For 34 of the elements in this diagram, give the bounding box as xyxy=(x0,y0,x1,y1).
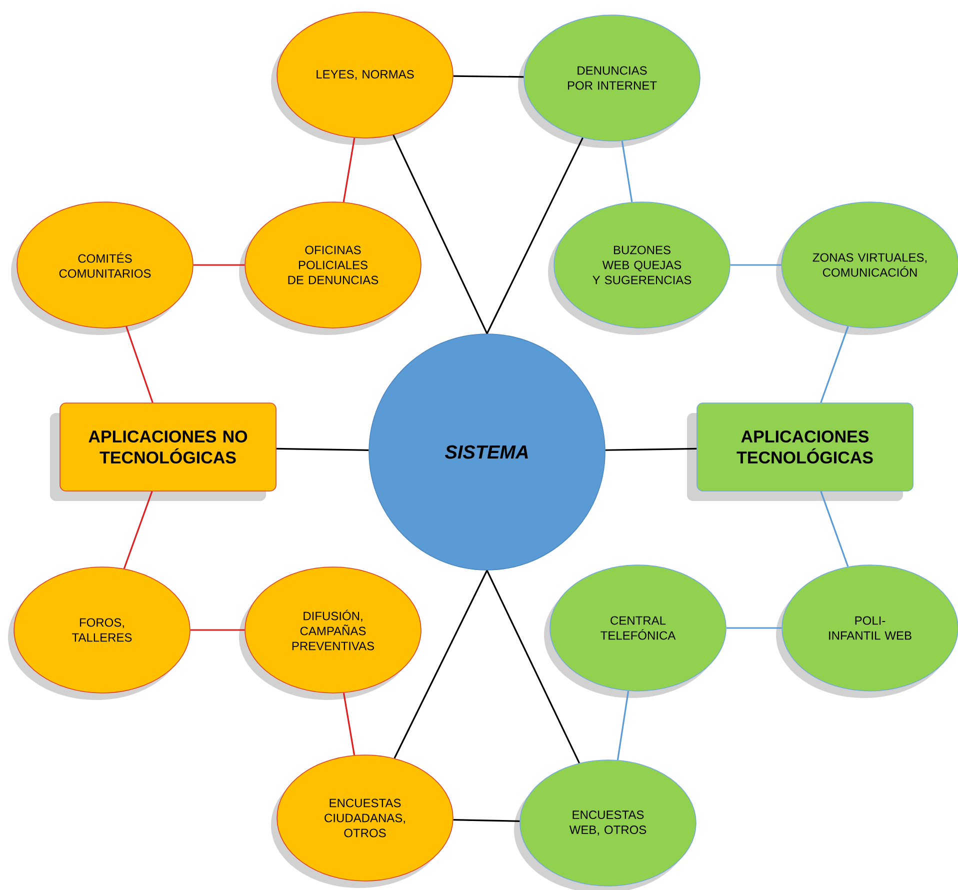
connector-line xyxy=(820,491,849,567)
connector-line xyxy=(126,326,154,403)
connector-line xyxy=(730,264,782,266)
connector-line xyxy=(726,627,782,629)
ellipse-node: COMITÉS COMUNITARIOS xyxy=(11,202,194,335)
connector-line xyxy=(621,140,633,202)
connector-line xyxy=(820,326,849,403)
category-box: APLICACIONES NO TECNOLÓGICAS xyxy=(50,402,276,501)
connector-line xyxy=(486,137,584,334)
category-box: APLICACIONES TECNOLÓGICAS xyxy=(687,402,914,501)
ellipse-node: FOROS, TALLERES xyxy=(8,566,190,700)
connector-line xyxy=(392,134,488,334)
ellipse-node: DIFUSIÓN, CAMPAÑAS PREVENTIVAS xyxy=(239,566,422,700)
ellipse-node: LEYES, NORMAS xyxy=(271,12,454,145)
ellipse-node: DENUNCIAS POR INTERNET xyxy=(518,14,700,148)
connector-line xyxy=(193,264,245,266)
connector-line xyxy=(486,570,580,764)
connector-line xyxy=(605,448,697,451)
connector-line xyxy=(123,491,153,569)
connector-line xyxy=(342,138,356,202)
connector-line xyxy=(394,570,488,759)
ellipse-node: BUZONES WEB QUEJAS Y SUGERENCIAS xyxy=(548,202,730,335)
ellipse-node: ENCUESTAS WEB, OTROS xyxy=(514,760,696,890)
ellipse-node: POLI-INFANTIL WEB xyxy=(776,564,958,698)
connector-line xyxy=(453,819,520,822)
ellipse-node: ENCUESTAS CIUDADANAS, OTROS xyxy=(271,754,454,888)
connector-line xyxy=(342,692,356,756)
ellipse-node: ZONAS VIRTUALES, COMUNICACIÓN xyxy=(776,202,958,335)
connector-line xyxy=(276,448,369,451)
ellipse-node: OFICINAS POLICIALES DE DENUNCIAS xyxy=(239,202,422,335)
connector-line xyxy=(616,690,630,760)
connector-line xyxy=(453,75,524,78)
ellipse-node: CENTRAL TELEFÓNICA xyxy=(544,564,726,698)
connector-line xyxy=(190,629,245,631)
